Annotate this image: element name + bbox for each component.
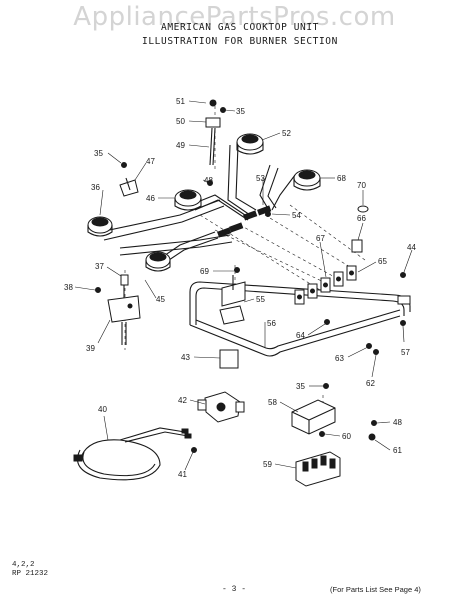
spark-module xyxy=(295,451,341,487)
callout-62: 62 xyxy=(366,379,375,388)
callout-66: 66 xyxy=(357,214,366,223)
callout-50: 50 xyxy=(176,117,185,126)
callout-60: 60 xyxy=(342,432,351,441)
parts-list-note: (For Parts List See Page 4) xyxy=(330,585,421,594)
page-number: - 3 - xyxy=(222,585,247,594)
callout-35: 35 xyxy=(236,107,245,116)
callout-36: 36 xyxy=(91,183,100,192)
manifold-pipe xyxy=(189,281,411,357)
callout-35b: 35 xyxy=(94,149,103,158)
callout-35c: 35 xyxy=(296,382,305,391)
diagram-title: AMERICAN GAS COOKTOP UNIT xyxy=(161,22,319,33)
callout-37: 37 xyxy=(95,262,104,271)
valve-block xyxy=(294,205,369,305)
callout-49: 49 xyxy=(176,141,185,150)
callout-56: 56 xyxy=(267,319,276,328)
burner-head-68 xyxy=(293,169,321,191)
callout-39: 39 xyxy=(86,344,95,353)
callout-45: 45 xyxy=(156,295,165,304)
burner-head-52 xyxy=(236,133,264,155)
callout-47: 47 xyxy=(146,157,155,166)
igniter-bracket xyxy=(107,274,141,345)
document-code: 4,2,2 xyxy=(12,561,35,569)
bracket-43 xyxy=(219,349,239,369)
callout-48: 48 xyxy=(204,176,213,185)
callout-44: 44 xyxy=(407,243,416,252)
callout-46: 46 xyxy=(146,194,155,203)
bracket-47 xyxy=(119,177,139,197)
support-bracket xyxy=(219,275,246,325)
callout-42: 42 xyxy=(178,396,187,405)
callout-59: 59 xyxy=(263,460,272,469)
callout-labels: 51 35 50 49 52 35 47 48 53 68 70 36 46 5… xyxy=(64,97,416,479)
callout-38: 38 xyxy=(64,283,73,292)
part-reference-code: RP 21232 xyxy=(12,570,49,578)
callout-57: 57 xyxy=(401,348,410,357)
callout-53: 53 xyxy=(256,174,265,183)
callout-69: 69 xyxy=(200,267,209,276)
pressure-regulator xyxy=(197,391,245,423)
wire-harness xyxy=(73,427,192,481)
burner-head-36 xyxy=(87,216,113,237)
callout-58: 58 xyxy=(268,398,277,407)
burner-head-45 xyxy=(145,251,171,272)
callout-41: 41 xyxy=(178,470,187,479)
diagram-subtitle: ILLUSTRATION FOR BURNER SECTION xyxy=(142,36,338,47)
callout-54: 54 xyxy=(292,211,301,220)
hardware-screws xyxy=(95,107,406,453)
callout-55: 55 xyxy=(256,295,265,304)
callout-48b: 48 xyxy=(393,418,402,427)
burner-head-46 xyxy=(174,189,202,211)
callout-51: 51 xyxy=(176,97,185,106)
callout-43: 43 xyxy=(181,353,190,362)
burner-tubes xyxy=(99,144,296,267)
callout-40: 40 xyxy=(98,405,107,414)
electrode-assembly xyxy=(205,99,221,166)
leader-lines xyxy=(74,100,413,471)
callout-52: 52 xyxy=(282,129,291,138)
spark-module-shield xyxy=(291,399,336,435)
callout-65: 65 xyxy=(378,257,387,266)
callout-67: 67 xyxy=(316,234,325,243)
watermark: AppliancePartsPros.com xyxy=(73,2,396,32)
tube-orifice-ends xyxy=(217,205,272,238)
callout-61: 61 xyxy=(393,446,402,455)
callout-70: 70 xyxy=(357,181,366,190)
callout-63: 63 xyxy=(335,354,344,363)
callout-64: 64 xyxy=(296,331,305,340)
callout-68: 68 xyxy=(337,174,346,183)
